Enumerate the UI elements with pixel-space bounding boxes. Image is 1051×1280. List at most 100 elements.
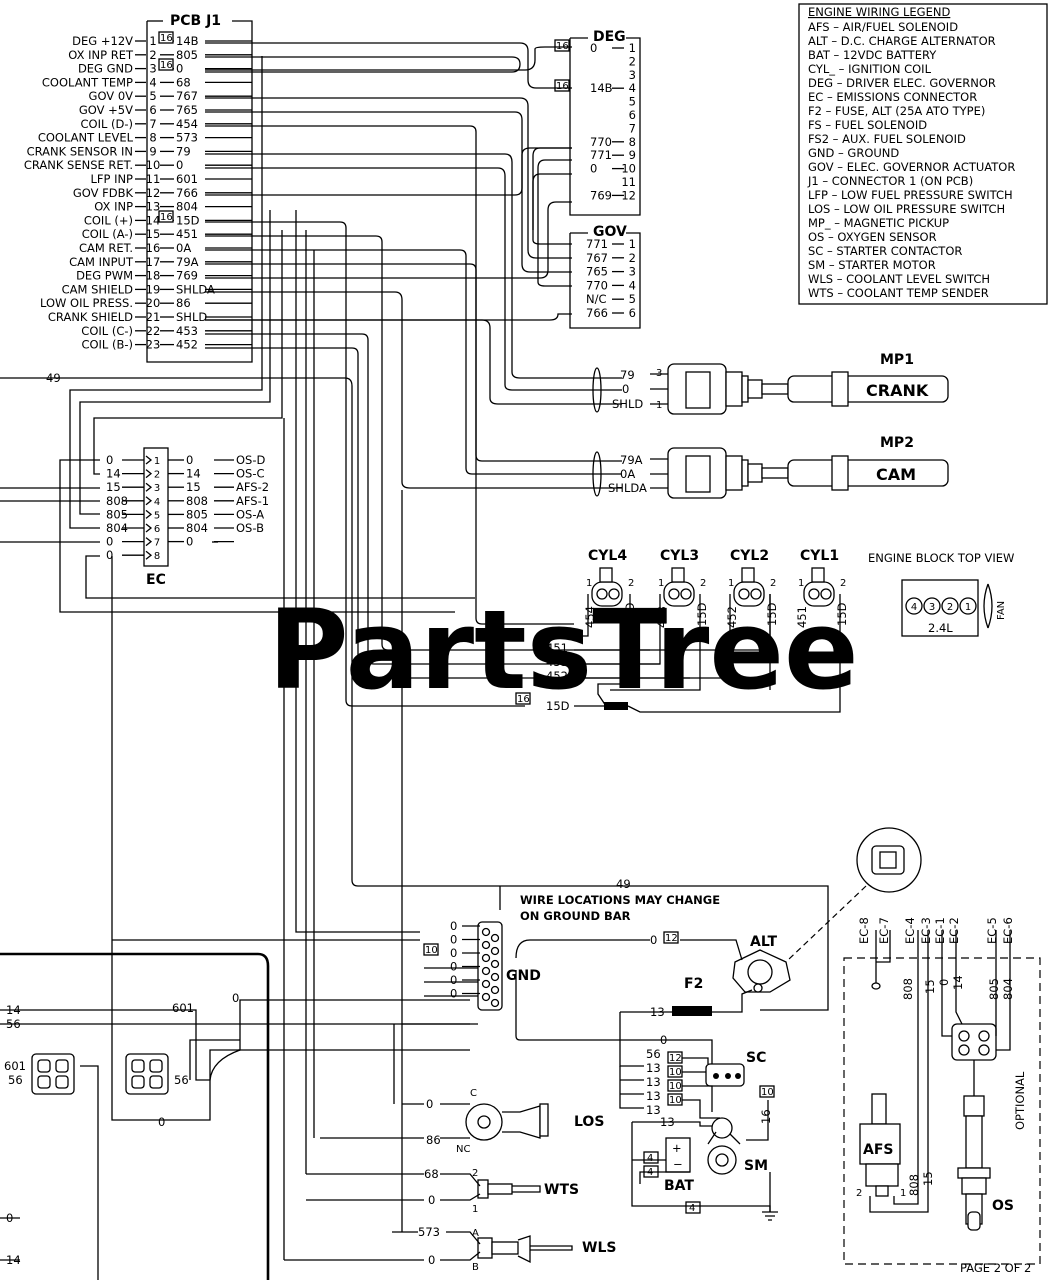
pin-number: 1 (586, 578, 592, 589)
wire-number: 14B (176, 34, 199, 48)
deg-pin-row: 8 770 (590, 135, 636, 149)
wire-number: 0A (176, 241, 191, 255)
pin-function-label: COIL (C-) (81, 324, 133, 338)
svg-text:4: 4 (689, 1203, 695, 1214)
svg-text:1: 1 (900, 1188, 906, 1199)
legend-entry: WTS – COOLANT TEMP SENDER (808, 286, 989, 300)
pin-number: 8 (629, 135, 636, 149)
wire-number: 14B (590, 81, 613, 95)
pin-number: 1 (798, 578, 804, 589)
pin-number: 4 (629, 81, 636, 95)
gnd-title: GND (506, 968, 541, 984)
legend-entry: OS – OXYGEN SENSOR (808, 230, 937, 244)
legend-entry: EC – EMISSIONS CONNECTOR (808, 90, 977, 104)
pin-number: 5 (149, 89, 156, 103)
legend-entry: LOS – LOW OIL PRESSURE SWITCH (808, 202, 1005, 216)
cylinder-number: 2 (947, 602, 953, 613)
wls-title: WLS (582, 1240, 616, 1256)
wire-number: 79 (176, 144, 191, 158)
ec-pin-label: EC-7 (877, 917, 891, 944)
svg-text:79: 79 (620, 368, 635, 382)
pin-number: 2 (629, 54, 636, 68)
mp2-body-label: CAM (876, 465, 916, 484)
wire-number: 15D (176, 213, 200, 227)
svg-text:0: 0 (426, 1097, 433, 1111)
wire-number: 453 (176, 324, 198, 338)
pin-function-label: GOV +5V (79, 103, 133, 117)
pin-number: 16 (146, 241, 161, 255)
wire-number: SHLDA (176, 282, 215, 296)
harness-wires (205, 42, 690, 707)
svg-text:79A: 79A (620, 453, 643, 467)
svg-text:NC: NC (456, 1144, 470, 1155)
wire-number: 770 (590, 135, 612, 149)
svg-text:805: 805 (987, 978, 1001, 1000)
wire-number: 573 (176, 131, 198, 145)
wire-number: 767 (586, 251, 608, 265)
pin-number: 23 (146, 338, 161, 352)
wire-number: 765 (176, 103, 198, 117)
ec-destination-label: OS-C (236, 467, 265, 481)
cylinder-number: 1 (965, 602, 971, 613)
pin-number: 7 (629, 121, 636, 135)
legend-entry: WLS – COOLANT LEVEL SWITCH (808, 272, 990, 286)
svg-text:B: B (472, 1262, 479, 1273)
pin-number: 3 (154, 483, 160, 494)
wire-number: 805 (106, 507, 128, 521)
wire-number: 771 (586, 237, 608, 251)
cylinder-circle (905, 597, 923, 615)
pin-number: 9 (629, 148, 636, 162)
pin-number: 5 (629, 95, 636, 109)
gov-outline (569, 232, 641, 329)
svg-text:14: 14 (6, 1253, 21, 1267)
pin-number: 11 (621, 175, 636, 189)
optional-label: OPTIONAL (1013, 1071, 1027, 1130)
pin-number: 3 (149, 62, 156, 76)
wire-49-left: 49 (46, 371, 61, 385)
legend-entry: SM – STARTER MOTOR (808, 258, 936, 272)
wire-number: 0 (450, 960, 457, 974)
sc-title: SC (746, 1050, 766, 1066)
svg-text:808: 808 (907, 1174, 921, 1196)
pin-number: 6 (629, 306, 636, 320)
pin-function-label: CAM RET. (79, 241, 133, 255)
deg-outline (569, 37, 641, 216)
svg-text:68: 68 (424, 1167, 439, 1181)
lfp-connector (31, 1053, 75, 1095)
battery-body (665, 1137, 691, 1173)
legend-entry: FS2 – AUX. FUEL SOLENOID (808, 132, 966, 146)
wire-number: 0 (106, 548, 113, 562)
wire-number: 14 (186, 467, 201, 481)
alt-wire-49: 49 (616, 877, 631, 891)
pin-function-label: CRANK SENSOR IN (27, 144, 133, 158)
svg-text:13: 13 (646, 1089, 661, 1103)
legend-entry: ALT – D.C. CHARGE ALTERNATOR (808, 34, 996, 48)
legend-entry: LFP – LOW FUEL PRESSURE SWITCH (808, 188, 1013, 202)
svg-text:2: 2 (472, 1168, 478, 1179)
svg-text:10: 10 (669, 1067, 682, 1078)
ec-title: EC (146, 572, 166, 588)
svg-text:SHLDA: SHLDA (608, 481, 647, 495)
wire-number: 15D (765, 602, 779, 626)
legend-title: ENGINE WIRING LEGEND (808, 5, 950, 19)
